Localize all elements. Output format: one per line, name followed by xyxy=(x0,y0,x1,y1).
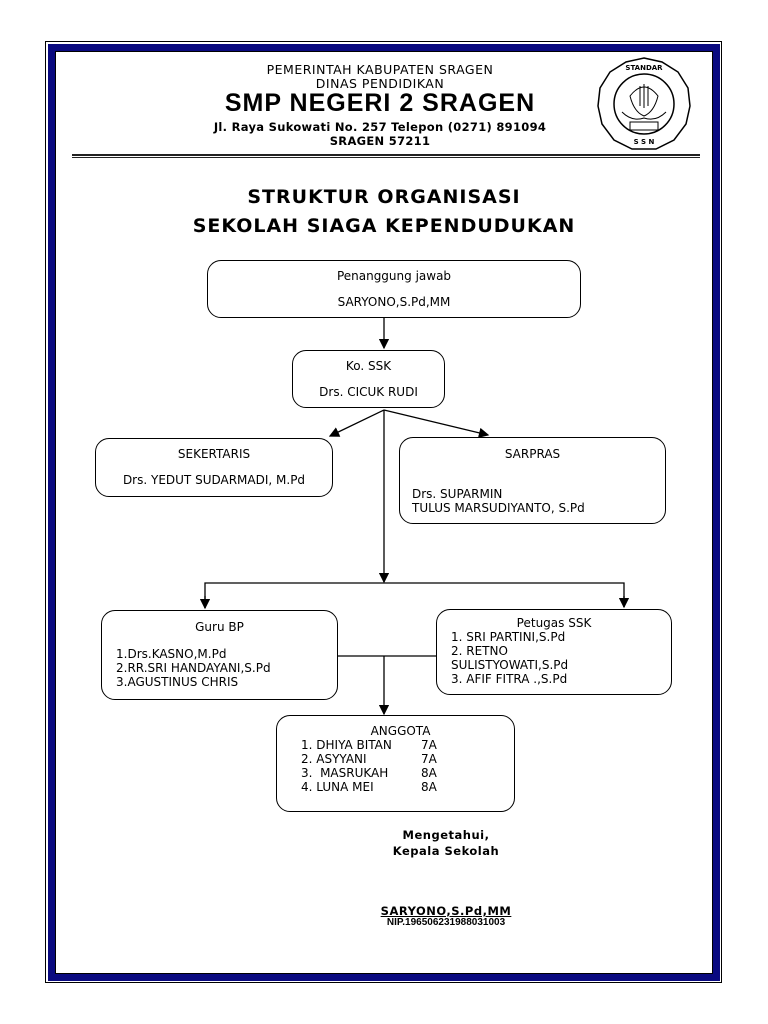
member-class: 8A xyxy=(421,780,437,794)
signature-acknowledged: Mengetahui, xyxy=(402,828,490,842)
title-line1: STRUKTUR ORGANISASI xyxy=(247,186,521,208)
box-penanggung-jawab: Penanggung jawab SARYONO,S.Pd,MM xyxy=(207,260,581,318)
member-row: 2. ASYYANI 7A xyxy=(301,752,514,766)
member-row: 1. DHIYA BITAN 7A xyxy=(301,738,514,752)
header-divider xyxy=(72,154,700,156)
page-border-outer xyxy=(45,41,722,983)
member-class: 8A xyxy=(421,766,437,780)
box-petugas-ssk: Petugas SSK 1. SRI PARTINI,S.Pd 2. RETNO… xyxy=(436,609,672,695)
member-class: 7A xyxy=(421,738,437,752)
school-logo-icon: STANDAR S S N xyxy=(597,57,691,150)
connector-branch xyxy=(204,582,625,608)
role-label: Guru BP xyxy=(195,620,244,634)
person-name: 2. RETNO xyxy=(451,644,508,658)
header-department: DINAS PENDIDIKAN xyxy=(315,76,445,91)
signature-nip: NIP.196506231988031003 xyxy=(386,917,506,928)
box-guru-bp: Guru BP 1.Drs.KASNO,M.Pd 2.RR.SRI HANDAY… xyxy=(101,610,338,700)
role-label: SEKERTARIS xyxy=(177,447,251,461)
person-name: 2.RR.SRI HANDAYANI,S.Pd xyxy=(116,661,271,675)
person-name: SULISTYOWATI,S.Pd xyxy=(451,658,569,672)
member-row: 4. LUNA MEI 8A xyxy=(301,780,514,794)
box-sekertaris: SEKERTARIS Drs. YEDUT SUDARMADI, M.Pd xyxy=(95,438,333,497)
member-name: 4. LUNA MEI xyxy=(301,780,374,794)
page-border-blue xyxy=(48,44,720,981)
person-name: SARYONO,S.Pd,MM xyxy=(337,295,451,309)
member-row: 3. MASRUKAH 8A xyxy=(301,766,514,780)
box-sarpras: SARPRAS Drs. SUPARMIN TULUS MARSUDIYANTO… xyxy=(399,437,666,524)
person-name: Drs. YEDUT SUDARMADI, M.Pd xyxy=(122,473,306,487)
role-label: SARPRAS xyxy=(504,447,561,461)
title-line2: SEKOLAH SIAGA KEPENDUDUKAN xyxy=(192,215,576,237)
person-name: Drs. SUPARMIN xyxy=(412,487,503,501)
person-name: 1.Drs.KASNO,M.Pd xyxy=(116,647,227,661)
connector-ko-sarpras xyxy=(383,409,490,438)
box-ko-ssk: Ko. SSK Drs. CICUK RUDI xyxy=(292,350,445,408)
member-class: 7A xyxy=(421,752,437,766)
page-border-inner xyxy=(55,51,713,974)
school-city: SRAGEN 57211 xyxy=(329,134,431,148)
member-name: 2. ASYYANI xyxy=(301,752,367,766)
role-label: Petugas SSK xyxy=(516,616,592,630)
school-name: SMP NEGERI 2 SRAGEN xyxy=(224,89,536,117)
svg-text:STANDAR: STANDAR xyxy=(625,64,663,72)
person-name: TULUS MARSUDIYANTO, S.Pd xyxy=(412,501,585,515)
person-name: 3. AFIF FITRA .,S.Pd xyxy=(451,672,568,686)
person-name: 3.AGUSTINUS CHRIS xyxy=(116,675,239,689)
connector-ko-sekertaris xyxy=(328,409,385,437)
person-name: Drs. CICUK RUDI xyxy=(319,385,418,399)
role-label: ANGGOTA xyxy=(370,724,431,738)
signature-name: SARYONO,S.Pd,MM xyxy=(380,904,512,918)
signature-position: Kepala Sekolah xyxy=(392,844,500,858)
header-divider-thin xyxy=(72,157,700,158)
role-label: Ko. SSK xyxy=(345,359,392,373)
role-label: Penanggung jawab xyxy=(336,269,452,283)
header-government: PEMERINTAH KABUPATEN SRAGEN xyxy=(266,62,494,77)
svg-text:S S N: S S N xyxy=(634,138,655,146)
member-name: 1. DHIYA BITAN xyxy=(301,738,392,752)
school-address: Jl. Raya Sukowati No. 257 Telepon (0271)… xyxy=(213,120,547,134)
person-name: 1. SRI PARTINI,S.Pd xyxy=(451,630,566,644)
member-name: 3. MASRUKAH xyxy=(301,766,389,780)
